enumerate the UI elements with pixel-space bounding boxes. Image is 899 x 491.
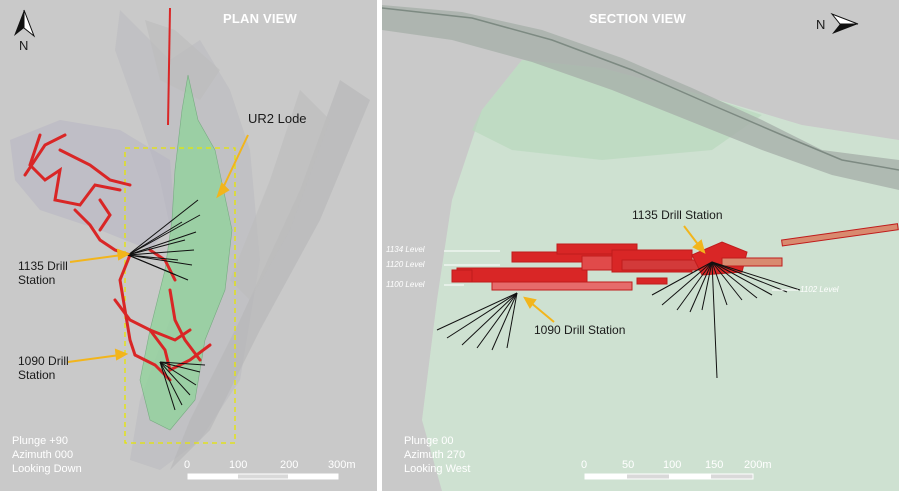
section-callouts: [523, 225, 706, 323]
section-level-lines: [444, 250, 798, 291]
plan-view-info: Plunge +90 Azimuth 000 Looking Down: [12, 434, 82, 476]
plan-drill-fan-1090: [159, 361, 206, 411]
plan-ghost-solid: [230, 90, 330, 300]
plan-scale-tick: 100: [229, 459, 248, 471]
plan-view-title: PLAN VIEW: [223, 11, 298, 26]
section-surface-line: [382, 7, 899, 171]
plan-drill-trace: [167, 7, 171, 126]
plan-callouts: [67, 134, 249, 363]
section-scale-tick: 200m: [744, 459, 772, 471]
plan-lode-label: UR2 Lode: [248, 111, 307, 126]
section-scale-bar: [584, 473, 754, 480]
plan-scale-bar: [187, 473, 339, 480]
section-north-label: N: [816, 17, 826, 32]
plan-ghost-solid: [145, 20, 220, 100]
section-scale-tick: 100: [663, 459, 682, 471]
section-view-title: SECTION VIEW: [589, 11, 687, 26]
plan-ghost-solid: [10, 120, 175, 250]
section-level-label: 1120 Level: [386, 260, 425, 269]
section-view-info: Plunge 00 Azimuth 270 Looking West: [404, 434, 470, 476]
section-view-drawing: [382, 5, 899, 491]
section-underground-workings: [451, 223, 899, 291]
section-surface-band: [382, 5, 899, 190]
plan-1135-label-line: 1135 Drill: [18, 259, 68, 273]
section-1135-label: 1135 Drill Station: [632, 208, 723, 222]
plan-info-line: Azimuth 000: [12, 449, 74, 461]
plan-drill-fan-1135: [127, 199, 201, 281]
section-info-line: Looking West: [404, 463, 471, 475]
plan-1090-label-line: 1090 Drill: [18, 354, 69, 368]
plan-view-drawing: [10, 7, 370, 480]
plan-1090-label-line: Station: [18, 368, 56, 382]
plan-scale-tick: 0: [184, 459, 191, 471]
plan-info-line: Plunge +90: [12, 435, 68, 447]
plan-1135-label-line: Station: [18, 273, 56, 287]
plan-lode-box: [124, 147, 236, 444]
section-level-label: 1100 Level: [386, 280, 425, 289]
section-scale-tick: 150: [705, 459, 724, 471]
section-scale-tick: 50: [622, 459, 635, 471]
plan-info-line: Looking Down: [12, 463, 82, 475]
section-scale-tick: 0: [581, 459, 588, 471]
section-green-body-shade: [472, 60, 762, 160]
section-green-body: [422, 60, 899, 491]
section-level-label: 1134 Level: [386, 245, 425, 254]
plan-view-panel: PLAN VIEW N UR2 Lode 1135 Drill Station …: [0, 0, 377, 491]
section-info-line: Plunge 00: [404, 435, 454, 447]
section-level-label: 1102 Level: [800, 285, 839, 294]
section-drill-fan-1135: [651, 261, 801, 379]
plan-scale-tick: 300m: [328, 459, 356, 471]
plan-scale-tick: 200: [280, 459, 299, 471]
section-view-panel: SECTION VIEW N 1135 Drill Station 1090 D…: [382, 0, 899, 491]
plan-north-arrow: [14, 9, 36, 38]
section-north-arrow: [830, 12, 859, 34]
plan-north-label: N: [19, 38, 29, 53]
section-info-line: Azimuth 270: [404, 449, 466, 461]
section-drill-fan-1090: [436, 292, 518, 351]
plan-ghost-solid: [170, 80, 370, 470]
plan-1090-label: 1090 Drill Station: [18, 354, 69, 382]
section-1090-label: 1090 Drill Station: [534, 323, 626, 337]
plan-1135-label: 1135 Drill Station: [18, 259, 68, 287]
